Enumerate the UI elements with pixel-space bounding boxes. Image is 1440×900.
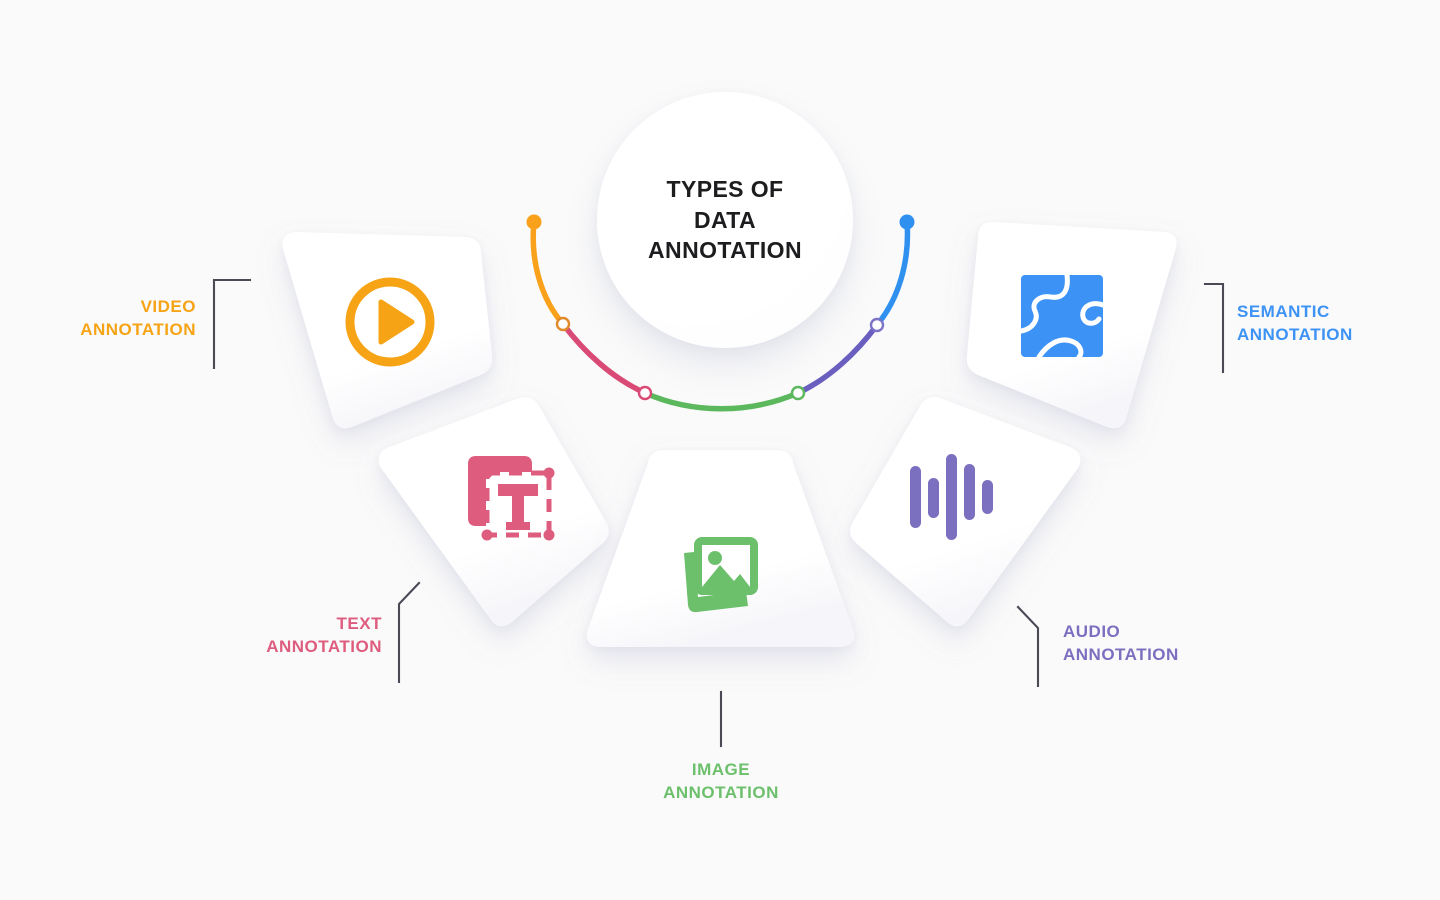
arc-node-video-text	[555, 316, 571, 332]
arc-node-image-audio	[790, 385, 806, 401]
text-box-icon	[462, 450, 558, 546]
arc-segment-text	[560, 321, 648, 396]
segmentation-map-icon	[1021, 275, 1103, 357]
arc-endpoint-right	[899, 214, 915, 230]
label-audio-annotation: AUDIO ANNOTATION	[1063, 622, 1179, 665]
arc-segment-image	[642, 390, 801, 412]
waveform-icon	[908, 452, 996, 542]
label-image-annotation: IMAGE ANNOTATION	[663, 760, 779, 803]
arc-segment-semantic	[874, 219, 911, 328]
page-title: TYPES OF DATA ANNOTATION	[648, 176, 802, 264]
connector-semantic	[1203, 282, 1225, 374]
photo-icon	[678, 531, 766, 619]
arc-segment-video	[530, 219, 566, 327]
arc-segment-audio	[795, 322, 880, 396]
label-semantic-annotation: SEMANTIC ANNOTATION	[1237, 302, 1353, 345]
play-circle-icon	[340, 272, 440, 372]
connector-audio	[1016, 605, 1040, 688]
label-text-annotation: TEXT ANNOTATION	[266, 614, 382, 657]
connector-text	[397, 581, 421, 684]
hub-circle: TYPES OF DATA ANNOTATION	[597, 92, 853, 348]
label-video-annotation: VIDEO ANNOTATION	[80, 297, 196, 340]
arc-node-audio-semantic	[869, 317, 885, 333]
arc-endpoint-left	[526, 214, 542, 230]
connector-video	[212, 278, 252, 370]
arc-node-text-image	[637, 385, 653, 401]
